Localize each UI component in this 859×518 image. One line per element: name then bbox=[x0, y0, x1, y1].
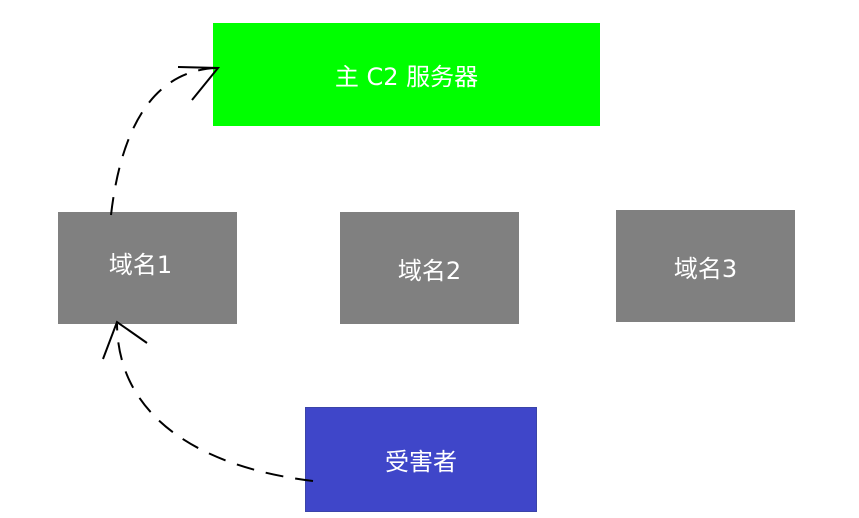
c2-server-node: 主 C2 服务器 bbox=[213, 23, 600, 126]
c2-server-label: 主 C2 服务器 bbox=[334, 63, 479, 91]
arrowhead-domain1 bbox=[102, 320, 148, 360]
domain-2-node: 域名2 bbox=[340, 212, 519, 324]
domain-3-node: 域名3 bbox=[616, 210, 795, 322]
domain-1-label: 域名1 bbox=[108, 250, 173, 279]
victim-node: 受害者 bbox=[305, 407, 537, 512]
arrowhead-c2 bbox=[177, 66, 221, 101]
edge-domain1-to-c2 bbox=[110, 67, 218, 216]
domain-1-node: 域名1 bbox=[58, 212, 237, 324]
edge-victim-to-domain1 bbox=[116, 323, 314, 482]
domain-2-label: 域名2 bbox=[397, 256, 462, 285]
victim-label: 受害者 bbox=[385, 448, 457, 476]
domain-3-label: 域名3 bbox=[673, 254, 738, 283]
